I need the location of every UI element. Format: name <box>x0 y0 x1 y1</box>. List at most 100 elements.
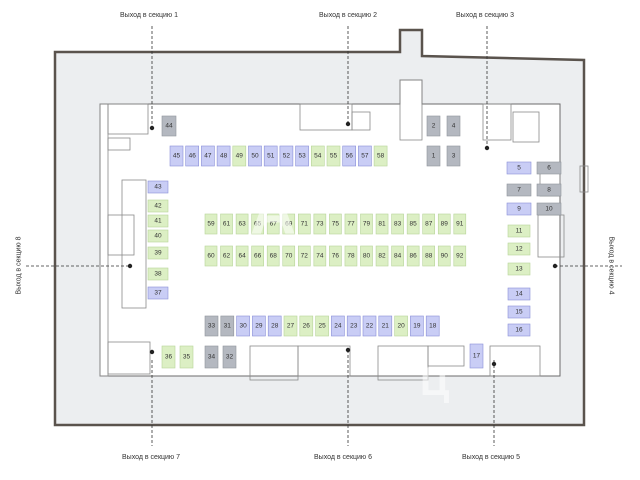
parking-spot-75[interactable]: 75 <box>329 213 342 235</box>
parking-spot-50[interactable]: 50 <box>248 145 262 167</box>
parking-spot-35[interactable]: 35 <box>179 345 194 369</box>
service-room <box>512 111 540 143</box>
parking-spot-29[interactable]: 29 <box>252 315 266 337</box>
parking-spot-83[interactable]: 83 <box>391 213 404 235</box>
parking-spot-27[interactable]: 27 <box>283 315 298 337</box>
parking-spot-85[interactable]: 85 <box>406 213 420 235</box>
parking-spot-10[interactable]: 10 <box>536 202 562 216</box>
parking-spot-69[interactable]: 69 <box>282 213 296 235</box>
parking-spot-13[interactable]: 13 <box>507 262 531 276</box>
parking-spot-43[interactable]: 43 <box>147 180 169 194</box>
parking-spot-56[interactable]: 56 <box>342 145 357 167</box>
parking-spot-62[interactable]: 62 <box>220 245 233 267</box>
parking-spot-37[interactable]: 37 <box>147 286 169 300</box>
parking-spot-92[interactable]: 92 <box>453 245 467 267</box>
parking-spot-39[interactable]: 39 <box>147 246 169 260</box>
parking-spot-63[interactable]: 63 <box>235 213 249 235</box>
exit-label-section-6: Выход в секцию 6 <box>314 454 373 461</box>
parking-spot-67[interactable]: 67 <box>266 213 280 235</box>
parking-spot-46[interactable]: 46 <box>185 145 199 167</box>
parking-spot-87[interactable]: 87 <box>422 213 436 235</box>
parking-spot-32[interactable]: 32 <box>222 345 237 369</box>
parking-spot-3[interactable]: 3 <box>446 145 461 167</box>
parking-spot-58[interactable]: 58 <box>373 145 388 167</box>
parking-spot-71[interactable]: 71 <box>297 213 311 235</box>
parking-spot-57[interactable]: 57 <box>358 145 372 167</box>
parking-spot-33[interactable]: 33 <box>204 315 219 337</box>
parking-spot-20[interactable]: 20 <box>394 315 408 337</box>
parking-spot-55[interactable]: 55 <box>326 145 341 167</box>
parking-spot-box <box>506 161 532 175</box>
parking-spot-22[interactable]: 22 <box>362 315 377 337</box>
parking-spot-34[interactable]: 34 <box>204 345 219 369</box>
parking-spot-76[interactable]: 76 <box>329 245 342 267</box>
parking-spot-53[interactable]: 53 <box>295 145 309 167</box>
parking-spot-48[interactable]: 48 <box>216 145 231 167</box>
parking-spot-19[interactable]: 19 <box>410 315 424 337</box>
parking-spot-number: 32 <box>226 354 234 361</box>
parking-spot-16[interactable]: 16 <box>507 323 531 337</box>
parking-spot-91[interactable]: 91 <box>453 213 467 235</box>
parking-spot-24[interactable]: 24 <box>331 315 345 337</box>
parking-spot-65[interactable]: 65 <box>251 213 264 235</box>
parking-spot-54[interactable]: 54 <box>310 145 325 167</box>
parking-spot-60[interactable]: 60 <box>204 245 218 267</box>
parking-spot-42[interactable]: 42 <box>147 199 169 213</box>
parking-spot-82[interactable]: 82 <box>375 245 389 267</box>
parking-spot-31[interactable]: 31 <box>220 315 235 337</box>
parking-spot-88[interactable]: 88 <box>422 245 436 267</box>
parking-spot-70[interactable]: 70 <box>282 245 296 267</box>
parking-spot-84[interactable]: 84 <box>391 245 404 267</box>
parking-spot-81[interactable]: 81 <box>375 213 389 235</box>
parking-spot-1[interactable]: 1 <box>426 145 441 167</box>
parking-spot-4[interactable]: 4 <box>446 115 461 137</box>
parking-spot-12[interactable]: 12 <box>507 242 531 256</box>
parking-spot-21[interactable]: 21 <box>378 315 393 337</box>
parking-spot-box <box>375 245 389 267</box>
parking-spot-64[interactable]: 64 <box>235 245 249 267</box>
parking-spot-86[interactable]: 86 <box>406 245 420 267</box>
parking-spot-68[interactable]: 68 <box>266 245 280 267</box>
parking-spot-17[interactable]: 17 <box>469 343 484 369</box>
parking-spot-89[interactable]: 89 <box>437 213 451 235</box>
parking-spot-77[interactable]: 77 <box>344 213 358 235</box>
parking-spot-66[interactable]: 66 <box>251 245 264 267</box>
parking-spot-59[interactable]: 59 <box>204 213 218 235</box>
parking-spot-45[interactable]: 45 <box>169 145 184 167</box>
parking-spot-74[interactable]: 74 <box>313 245 327 267</box>
parking-spot-61[interactable]: 61 <box>220 213 233 235</box>
parking-spot-number: 50 <box>251 153 259 160</box>
parking-spot-80[interactable]: 80 <box>360 245 373 267</box>
parking-spot-2[interactable]: 2 <box>426 115 441 137</box>
parking-spot-26[interactable]: 26 <box>299 315 314 337</box>
parking-spot-51[interactable]: 51 <box>263 145 278 167</box>
parking-spot-40[interactable]: 40 <box>147 229 169 243</box>
parking-spot-49[interactable]: 49 <box>232 145 247 167</box>
parking-spot-78[interactable]: 78 <box>344 245 358 267</box>
parking-spot-25[interactable]: 25 <box>315 315 329 337</box>
parking-spot-14[interactable]: 14 <box>507 287 531 301</box>
parking-spot-38[interactable]: 38 <box>147 267 169 281</box>
parking-spot-9[interactable]: 9 <box>506 202 532 216</box>
parking-spot-28[interactable]: 28 <box>267 315 282 337</box>
parking-spot-number: 36 <box>165 354 173 361</box>
parking-spot-52[interactable]: 52 <box>279 145 294 167</box>
parking-spot-47[interactable]: 47 <box>201 145 215 167</box>
parking-spot-23[interactable]: 23 <box>346 315 361 337</box>
parking-spot-72[interactable]: 72 <box>297 245 311 267</box>
parking-spot-5[interactable]: 5 <box>506 161 532 175</box>
parking-spot-11[interactable]: 11 <box>507 224 531 238</box>
parking-spot-79[interactable]: 79 <box>360 213 373 235</box>
parking-spot-15[interactable]: 15 <box>507 305 531 319</box>
parking-spot-8[interactable]: 8 <box>536 183 562 197</box>
parking-spot-30[interactable]: 30 <box>236 315 250 337</box>
parking-spot-36[interactable]: 36 <box>161 345 176 369</box>
parking-spot-6[interactable]: 6 <box>536 161 562 175</box>
parking-spot-18[interactable]: 18 <box>425 315 440 337</box>
parking-spot-7[interactable]: 7 <box>506 183 532 197</box>
parking-spot-44[interactable]: 44 <box>161 115 177 137</box>
parking-spot-73[interactable]: 73 <box>313 213 327 235</box>
parking-spot-90[interactable]: 90 <box>437 245 451 267</box>
parking-spot-box <box>453 245 467 267</box>
parking-spot-41[interactable]: 41 <box>147 214 169 228</box>
